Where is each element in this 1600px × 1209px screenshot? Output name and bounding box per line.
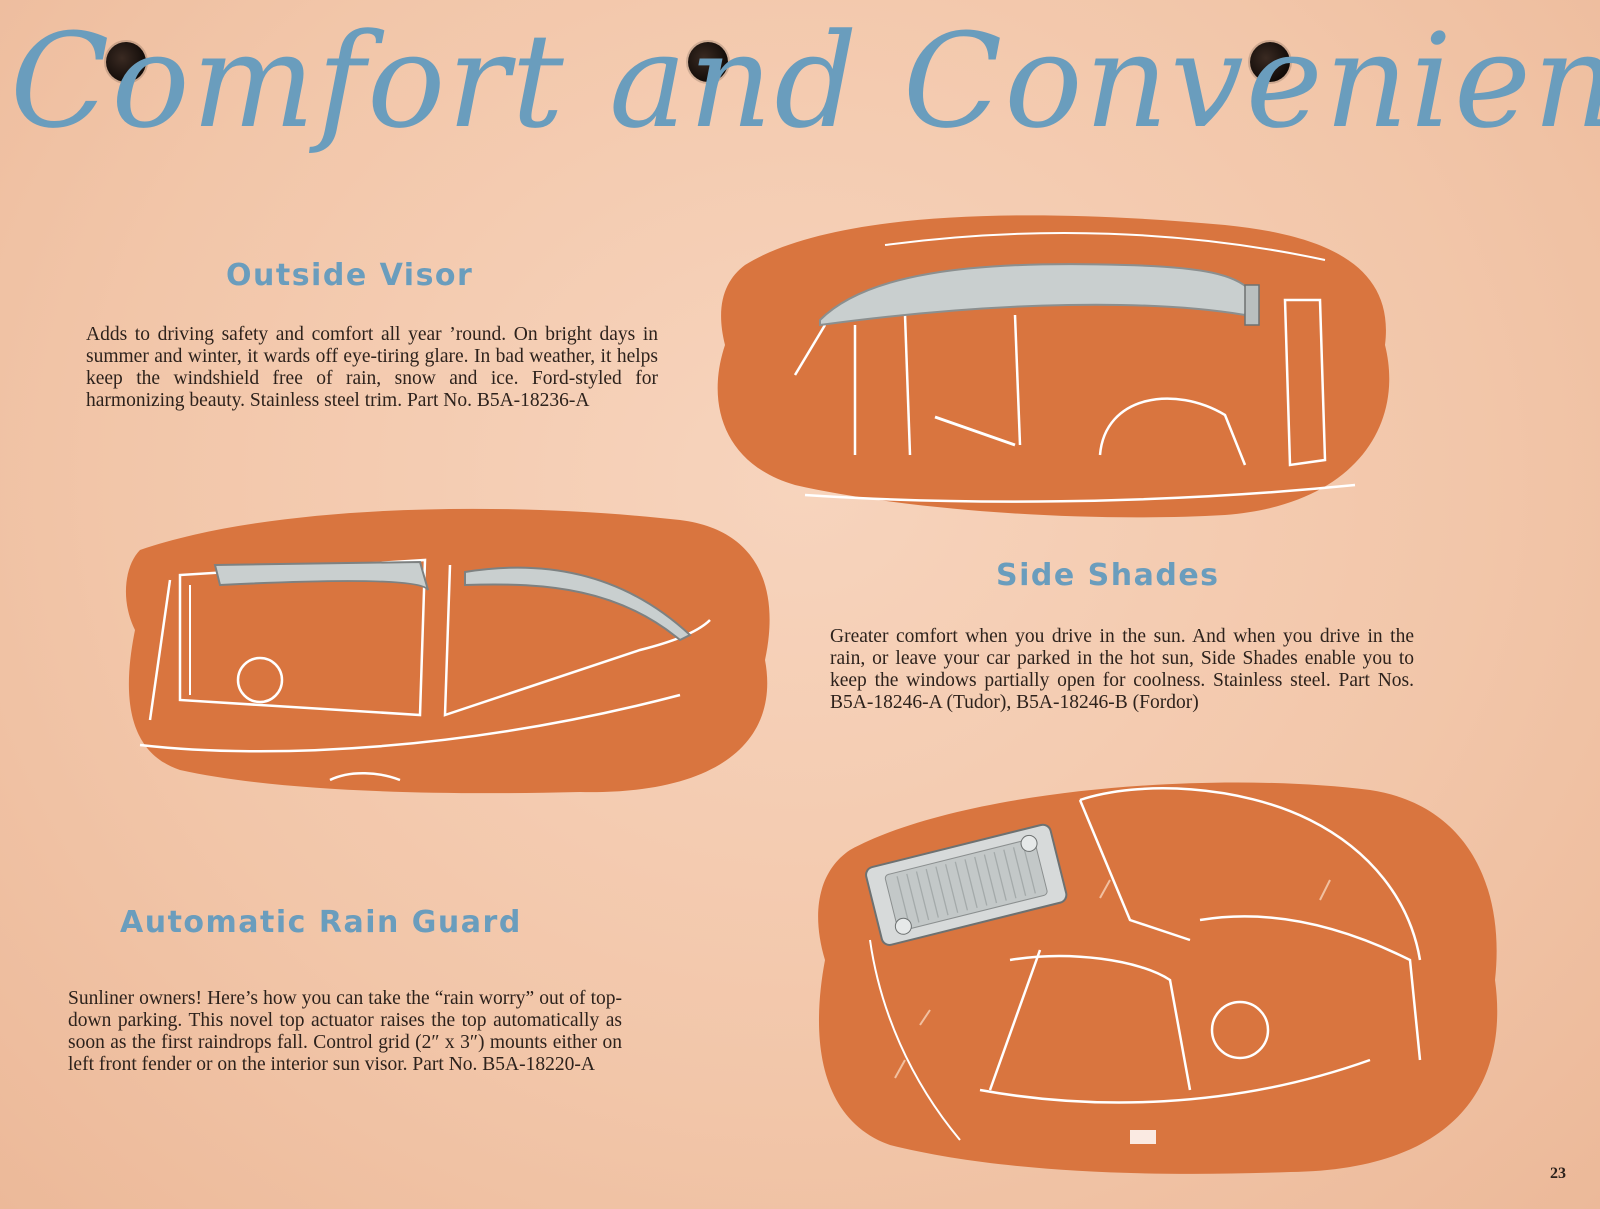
heading-rain-guard: Automatic Rain Guard bbox=[120, 905, 522, 940]
visor-illustration bbox=[717, 215, 1390, 518]
binder-hole bbox=[688, 42, 728, 82]
text-rain-guard: Sunliner owners! Here’s how you can take… bbox=[68, 988, 622, 1075]
rain-guard-illustration bbox=[818, 782, 1498, 1174]
side-shades-illustration bbox=[125, 508, 770, 794]
page-title: Comfort and Convenience bbox=[10, 5, 1600, 157]
page-number: 23 bbox=[1550, 1165, 1566, 1182]
binder-hole bbox=[1250, 42, 1290, 82]
binder-hole bbox=[106, 42, 146, 82]
text-outside-visor: Adds to driving safety and comfort all y… bbox=[86, 324, 658, 411]
heading-side-shades: Side Shades bbox=[996, 558, 1220, 593]
heading-outside-visor: Outside Visor bbox=[226, 258, 474, 293]
text-side-shades: Greater comfort when you drive in the su… bbox=[830, 626, 1414, 713]
